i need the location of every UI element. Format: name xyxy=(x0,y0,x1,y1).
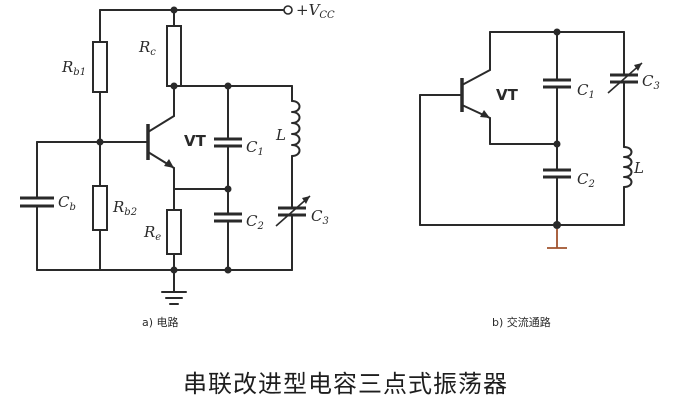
resistor-rb1 xyxy=(92,41,108,93)
resistor-rc xyxy=(166,25,182,87)
inductor-l-b xyxy=(623,146,633,188)
rc-label: Rc xyxy=(138,38,156,58)
panel-a-caption: a) 电路 xyxy=(142,316,179,329)
vcc-label: +VCC xyxy=(296,1,335,21)
resistor-rb2 xyxy=(92,185,108,231)
resistor-re xyxy=(166,209,182,255)
vt-label: VT xyxy=(184,132,207,150)
ground-node-b xyxy=(553,221,561,229)
inductor-l xyxy=(291,100,301,157)
c1-b-label: C1 xyxy=(577,81,595,101)
panel-a-circuit: +VCC Rb1 Rb2 Rc Re Cb C1 C2 C3 L VT a) 电… xyxy=(20,1,335,329)
l-label: L xyxy=(275,126,286,144)
panel-b-caption: b) 交流通路 xyxy=(492,315,551,329)
c3-label: C3 xyxy=(311,207,329,227)
rb1-label: Rb1 xyxy=(61,58,86,78)
c2-b-label: C2 xyxy=(577,170,595,190)
transistor-vt-b xyxy=(460,69,491,119)
vt-b-label: VT xyxy=(496,86,519,104)
panel-b-ac-path: VT C1 C2 C3 L b) 交流通路 xyxy=(419,28,660,329)
vcc-terminal xyxy=(283,5,293,15)
c3-b-label: C3 xyxy=(642,72,660,92)
l-b-label: L xyxy=(633,159,644,177)
cb-label: Cb xyxy=(58,193,76,213)
transistor-vt xyxy=(146,115,175,169)
re-label: Re xyxy=(143,223,161,243)
c2-label: C2 xyxy=(246,212,264,232)
figure-title: 串联改进型电容三点式振荡器 xyxy=(183,370,508,398)
rb2-label: Rb2 xyxy=(112,198,137,218)
c1-label: C1 xyxy=(246,138,264,158)
